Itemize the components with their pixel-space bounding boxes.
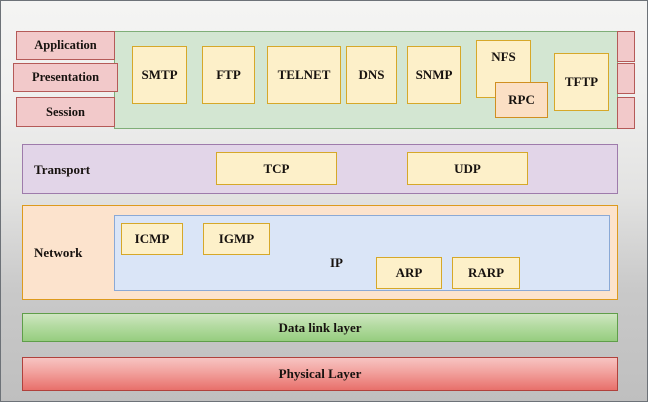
protocol-label-rarp: RARP	[467, 265, 505, 280]
protocol-label-arp: ARP	[395, 265, 423, 280]
network-layer-label: Network	[34, 245, 83, 260]
protocol-label-icmp: ICMP	[134, 231, 170, 246]
protocol-label-tftp: TFTP	[564, 74, 599, 89]
protocol-label-ftp: FTP	[216, 67, 241, 82]
protocol-box-udp[interactable]: UDP	[407, 152, 528, 185]
protocol-label-dns: DNS	[358, 67, 385, 82]
protocol-box-smtp[interactable]: SMTP	[132, 46, 187, 104]
osi-stub-session	[617, 97, 635, 129]
osi-layer-application[interactable]: Application	[16, 31, 115, 60]
osi-stub-application	[617, 31, 635, 62]
protocol-label-igmp: IGMP	[218, 231, 255, 246]
transport-layer-label: Transport	[34, 162, 91, 177]
physical-layer-bar[interactable]: Physical Layer	[22, 357, 618, 391]
osi-label-session: Session	[46, 104, 85, 119]
protocol-label-ip: IP	[330, 255, 343, 270]
protocol-box-dns[interactable]: DNS	[346, 46, 397, 104]
osi-label-presentation: Presentation	[31, 70, 100, 84]
protocol-label-smtp: SMTP	[141, 67, 178, 82]
osi-layer-session[interactable]: Session	[16, 97, 115, 127]
protocol-label-telnet: TELNET	[277, 67, 331, 82]
protocol-label-tcp: TCP	[263, 160, 290, 176]
osi-stub-presentation	[617, 63, 635, 94]
protocol-box-ip[interactable]	[114, 215, 610, 291]
protocol-label-rpc: RPC	[508, 92, 535, 107]
datalink-layer-bar[interactable]: Data link layer	[22, 313, 618, 342]
datalink-layer-label: Data link layer	[278, 319, 362, 335]
osi-label-application: Application	[34, 38, 97, 52]
protocol-box-telnet[interactable]: TELNET	[267, 46, 341, 104]
osi-layer-presentation[interactable]: Presentation	[13, 63, 118, 92]
protocol-box-snmp[interactable]: SNMP	[407, 46, 461, 104]
protocol-box-arp[interactable]: ARP	[376, 257, 442, 289]
protocol-box-ftp[interactable]: FTP	[202, 46, 255, 104]
protocol-box-igmp[interactable]: IGMP	[203, 223, 270, 255]
protocol-label-snmp: SNMP	[415, 67, 453, 82]
protocol-box-rpc[interactable]: RPC	[495, 82, 548, 118]
protocol-box-icmp[interactable]: ICMP	[121, 223, 183, 255]
protocol-label-nfs: NFS	[491, 49, 516, 64]
physical-layer-label: Physical Layer	[278, 366, 362, 381]
protocol-label-udp: UDP	[454, 160, 481, 176]
protocol-box-tcp[interactable]: TCP	[216, 152, 337, 185]
protocol-box-rarp[interactable]: RARP	[452, 257, 520, 289]
protocol-box-tftp[interactable]: TFTP	[554, 53, 609, 111]
